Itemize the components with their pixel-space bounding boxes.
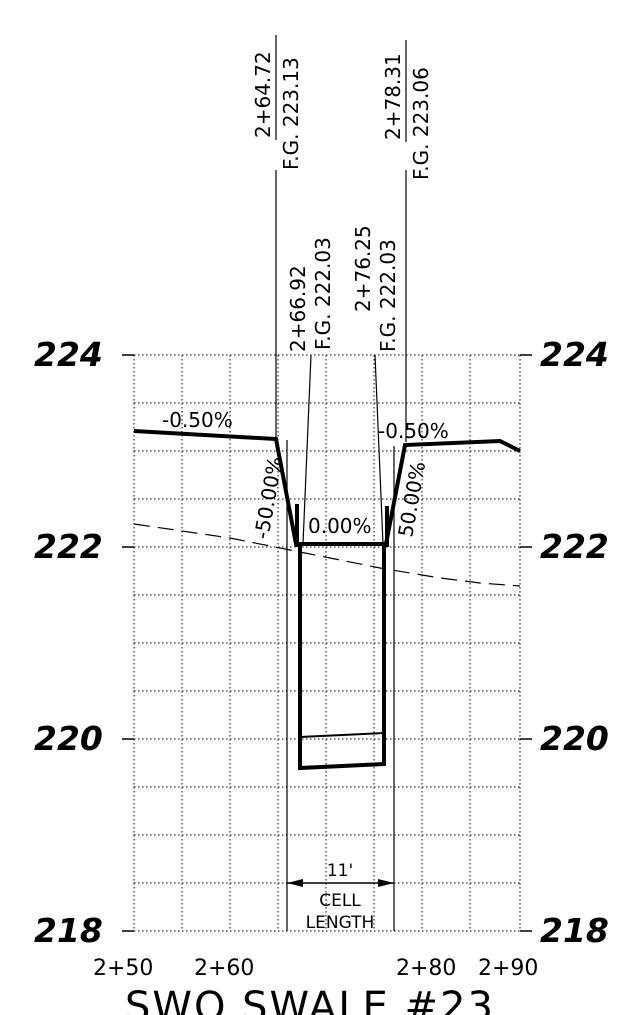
slope-label-left-side: -50.00% [249, 454, 287, 540]
elevation-label-220-left: 220 [34, 719, 103, 758]
callout-station-top-left: 2+64.72 [251, 51, 275, 138]
cell-label-line2: LENGTH [306, 913, 375, 933]
cell-length-dimension [287, 879, 394, 887]
station-label-2-80: 2+80 [396, 956, 456, 981]
drawing-title: SWQ SWALE #23 [125, 984, 495, 1015]
station-label-2-50: 2+50 [93, 956, 153, 981]
callout-station-top-right: 2+78.31 [381, 53, 405, 140]
elevation-label-224-right: 224 [540, 335, 609, 374]
slope-label-right-grade: -0.50% [378, 419, 449, 443]
elevation-label-218-right: 218 [540, 911, 609, 950]
cell-inner-line [299, 732, 385, 738]
cell-dimension-value: 11' [327, 861, 353, 881]
elevation-label-224-left: 224 [34, 335, 103, 374]
callout-leaders [275, 170, 407, 545]
callout-station-mid-right: 2+76.25 [351, 225, 375, 312]
callout-grade-mid-right: F.G. 222.03 [376, 239, 400, 352]
elevation-label-222-right: 222 [540, 527, 609, 566]
callout-grade-top-left: F.G. 223.13 [279, 57, 303, 170]
elevation-label-222-left: 222 [34, 527, 103, 566]
station-label-2-60: 2+60 [194, 956, 254, 981]
callout-station-mid-left: 2+66.92 [286, 265, 310, 352]
elevation-label-218-left: 218 [34, 911, 103, 950]
cell-label-line1: CELL [319, 891, 361, 911]
cell-trench [298, 544, 386, 771]
callout-grade-mid-left: F.G. 222.03 [311, 237, 335, 350]
elevation-ticks [122, 354, 532, 932]
elevation-label-220-right: 220 [540, 719, 609, 758]
slope-label-bottom: 0.00% [308, 514, 372, 538]
existing-ground-line [133, 523, 521, 587]
station-label-2-90: 2+90 [478, 956, 538, 981]
slope-label-left-grade: -0.50% [162, 408, 233, 432]
callout-grade-top-right: F.G. 223.06 [409, 67, 433, 180]
grid [133, 354, 521, 932]
dimension-extension-lines [286, 440, 395, 931]
